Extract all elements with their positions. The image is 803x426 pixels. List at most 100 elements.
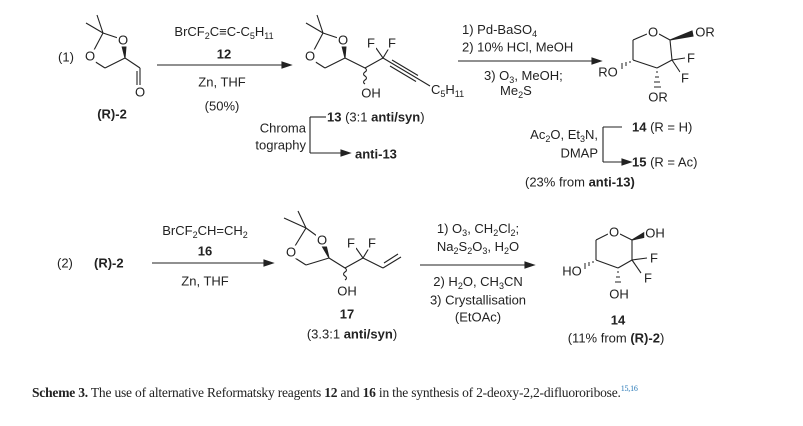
structure-r-2 xyxy=(85,14,141,85)
scheme-1-label: (1) xyxy=(58,49,74,65)
compound-label-17: 17 xyxy=(339,306,355,322)
reagent-16: BrCF2CH=CH2 xyxy=(162,224,248,240)
atom-label: RO xyxy=(597,64,619,80)
atom-label: O xyxy=(83,48,97,64)
atom-label: F xyxy=(367,235,377,251)
text-segment: , MeOH; xyxy=(514,68,563,83)
text-segment: anti/syn xyxy=(371,109,421,125)
text-segment: 2) 10% HCl, MeOH xyxy=(462,39,574,55)
text-segment: 2 xyxy=(192,230,198,240)
text-segment: (R)-2 xyxy=(97,106,127,122)
reaction-conditions: Zn, THF xyxy=(198,74,246,90)
text-segment: O xyxy=(508,239,520,254)
reaction-step: 1) Pd-BaSO4 xyxy=(462,23,537,39)
atom-label: F xyxy=(366,35,376,51)
atom-label: O xyxy=(646,24,660,40)
text-segment: 3 xyxy=(462,228,468,238)
text-segment: O, Et xyxy=(550,127,580,142)
chromatography-text: Chroma xyxy=(259,120,306,136)
atom-label: O xyxy=(284,244,298,260)
text-segment: 11 xyxy=(264,31,274,41)
atom-label: OH xyxy=(608,286,630,302)
acetylation-reagents: DMAP xyxy=(560,147,598,160)
atom-label: O xyxy=(315,232,329,248)
text-segment: 3 xyxy=(579,134,585,144)
compound-label-13: 13 (3:1 anti/syn) xyxy=(327,111,425,124)
structure-17 xyxy=(283,210,402,281)
atom-label: O xyxy=(133,84,147,100)
text-segment: 2 xyxy=(242,230,248,240)
text-segment: N, xyxy=(585,127,598,142)
text-segment: anti/syn xyxy=(343,326,393,342)
text-segment: (3.3:1 xyxy=(306,326,344,342)
reaction-conditions: Zn, THF xyxy=(181,273,229,289)
text-segment: The use of alternative Reformatsky reage… xyxy=(87,385,325,400)
text-segment: (R = Ac) xyxy=(646,154,698,170)
compound-label-r-2: (R)-2 xyxy=(94,257,124,270)
structure-13 xyxy=(305,14,431,87)
text-segment: 4 xyxy=(532,29,538,39)
text-segment: 2 xyxy=(518,90,524,100)
reaction-step: 2) H2O, CH3CN xyxy=(433,275,523,291)
text-segment: ) xyxy=(659,330,665,346)
compound-label-anti-13: anti-13 xyxy=(355,146,397,162)
atom-label: O xyxy=(607,224,621,240)
atom-label: O xyxy=(116,32,130,48)
atom-label: OH xyxy=(336,283,358,299)
text-segment: BrCF xyxy=(174,24,205,39)
chromatography-bracket xyxy=(309,116,352,157)
text-segment: , CH xyxy=(467,221,494,236)
atom-label: F xyxy=(680,70,690,86)
text-segment: H xyxy=(445,82,455,97)
text-segment: Ac xyxy=(530,127,546,142)
text-segment: 2 xyxy=(467,246,473,256)
diastereomer-ratio: (3.3:1 anti/syn) xyxy=(307,328,397,341)
acetylation-bracket xyxy=(602,126,633,166)
overall-yield: (23% from anti-13) xyxy=(525,176,635,189)
text-segment: Scheme 3. xyxy=(32,385,88,400)
reaction-arrow xyxy=(420,261,536,269)
chromatography-text: tography xyxy=(255,137,306,153)
text-segment: 2 xyxy=(503,246,509,256)
text-segment: ) xyxy=(420,109,425,125)
text-segment: anti-13) xyxy=(588,174,635,190)
reaction-arrow xyxy=(458,57,603,65)
text-segment: 1) O xyxy=(436,221,463,236)
text-segment: 3) O xyxy=(484,68,510,83)
reaction-step: 1) O3, CH2Cl2; xyxy=(437,222,519,238)
atom-label: F xyxy=(387,35,397,51)
text-segment: 2) H xyxy=(433,274,458,289)
text-segment: 14 xyxy=(632,119,647,135)
reaction-yield: (50%) xyxy=(204,98,240,114)
text-segment: 13 xyxy=(327,109,342,125)
text-segment: 5 xyxy=(249,31,255,41)
reaction-step: 2) 10% HCl, MeOH xyxy=(462,41,573,54)
text-segment: ) xyxy=(392,326,398,342)
atom-label: OH xyxy=(644,225,666,241)
atom-label: OH xyxy=(360,85,382,101)
reagent-12: BrCF2C≡C-C5H11 xyxy=(174,25,273,41)
text-segment: H xyxy=(254,24,265,39)
atom-label: HO xyxy=(561,263,583,279)
reaction-arrow xyxy=(152,259,275,267)
text-segment: S xyxy=(523,83,532,98)
text-segment: 15 xyxy=(632,154,647,170)
text-segment: ; xyxy=(515,221,520,236)
reagent-number: 16 xyxy=(197,243,213,259)
text-segment: (R)-2 xyxy=(94,255,124,271)
compound-label-15: 15 (R = Ac) xyxy=(632,156,697,169)
reaction-step: Me2S xyxy=(500,84,532,100)
text-segment: DMAP xyxy=(560,145,598,161)
reaction-step: 3) Crystallisation xyxy=(430,294,526,307)
text-segment: CH=CH xyxy=(197,223,243,238)
compound-label-14: 14 (R = H) xyxy=(632,121,692,134)
reaction-step: 3) O3, MeOH; xyxy=(484,69,563,85)
scheme-caption: Scheme 3. The use of alternative Reforma… xyxy=(32,384,638,401)
text-segment: (3:1 xyxy=(341,109,372,125)
text-segment: C≡C-C xyxy=(209,24,250,39)
pentyl-group: C5H11 xyxy=(431,83,464,99)
text-segment: in the synthesis of 2-deoxy-2,2-difluoro… xyxy=(375,385,621,400)
text-segment: 2 xyxy=(453,246,459,256)
text-segment: 3 xyxy=(509,75,515,85)
